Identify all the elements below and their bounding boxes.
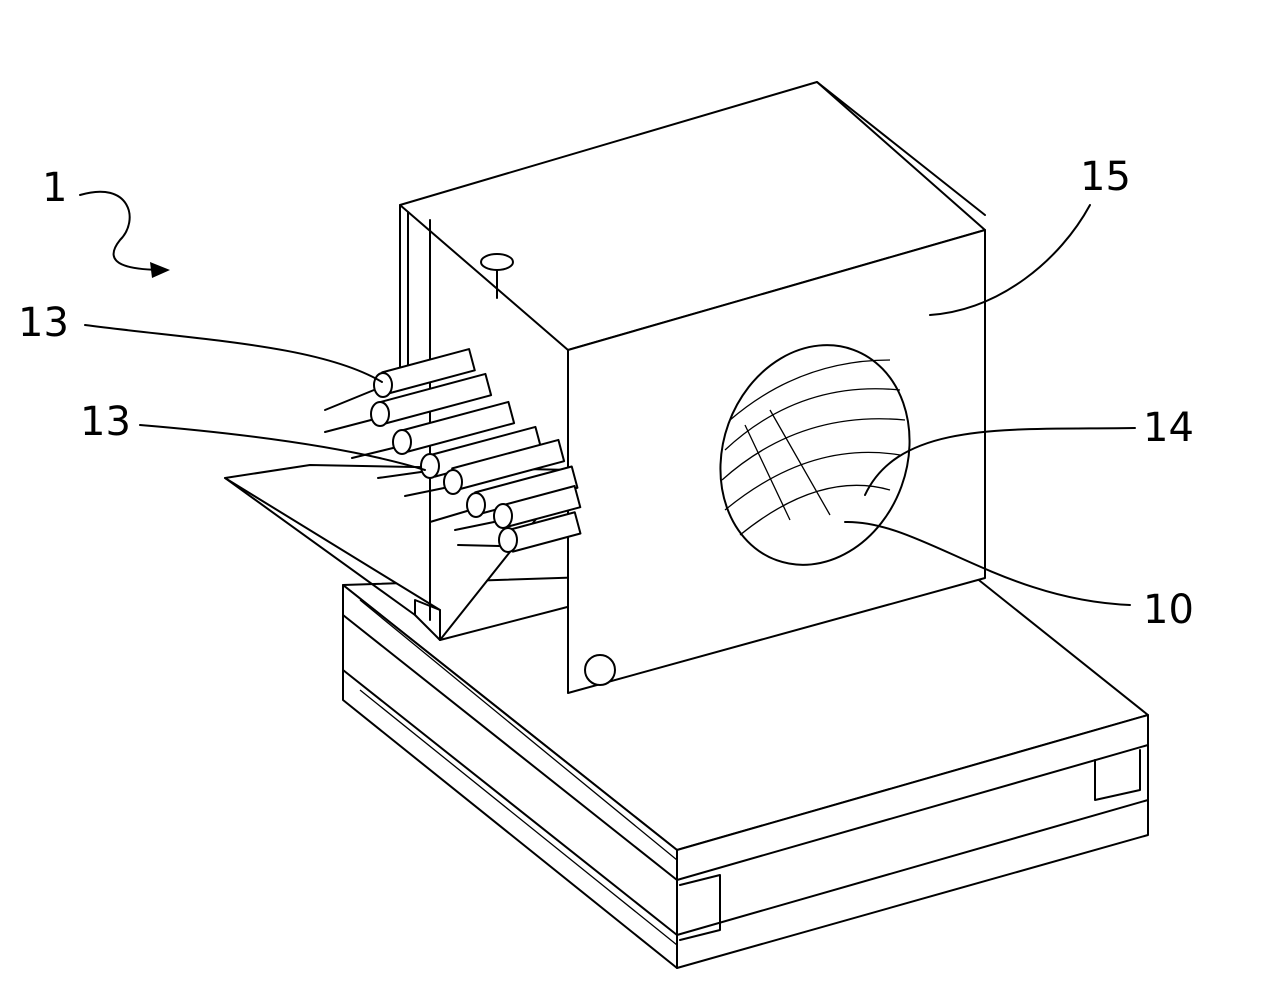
label-element-10: 10 xyxy=(1143,587,1194,633)
label-element-14: 14 xyxy=(1143,405,1194,451)
label-tube-lower: 13 xyxy=(80,399,131,445)
base-platform xyxy=(342,564,1149,969)
label-housing: 15 xyxy=(1080,154,1131,200)
label-device: 1 xyxy=(42,165,68,211)
label-tube-upper: 13 xyxy=(18,300,69,346)
tube-array xyxy=(324,348,582,553)
leader-lines xyxy=(79,190,1136,606)
housing xyxy=(399,81,986,694)
